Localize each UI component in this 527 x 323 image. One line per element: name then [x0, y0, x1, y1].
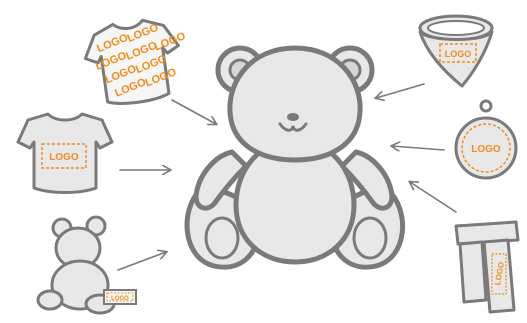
arrow [172, 100, 216, 124]
small-bear-icon [38, 217, 114, 313]
logo-label: LOGO [471, 144, 501, 155]
patterned-shirt-icon: LOGO LOGO LOGO LOGO LOGO LOGO LOGO LOGO … [81, 11, 199, 108]
logo-label: LOGO [111, 296, 129, 302]
bandana-icon: LOGO [420, 16, 492, 86]
arrow [376, 84, 424, 98]
tag-icon: LOGO [456, 101, 516, 178]
arrow [392, 146, 444, 150]
bear-sash: LOGO [104, 290, 136, 304]
logo-label: LOGO [445, 49, 472, 59]
logo-shirt-icon: LOGO [18, 114, 112, 193]
arrow [410, 182, 456, 212]
teddy-bear-icon [187, 48, 403, 267]
scarf-icon [456, 222, 518, 312]
logo-label: LOGO [49, 152, 79, 163]
arrow [118, 252, 166, 270]
